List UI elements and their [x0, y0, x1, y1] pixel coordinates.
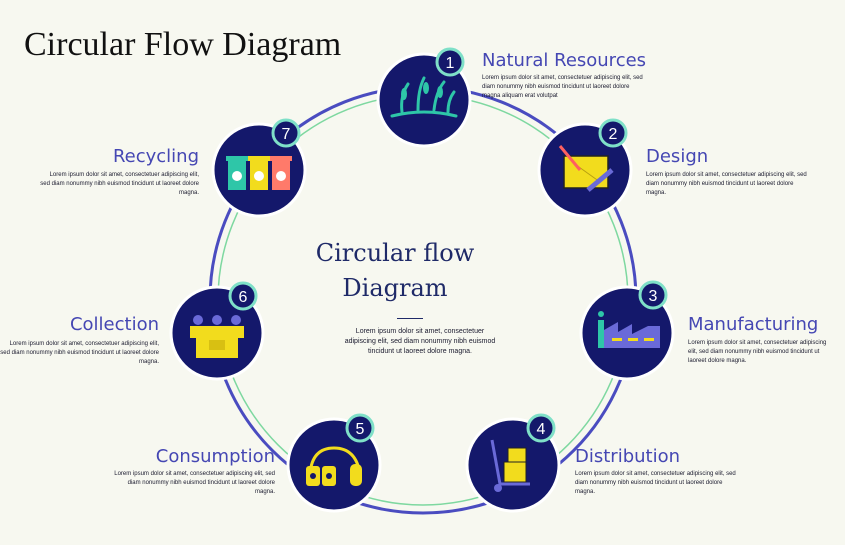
svg-text:2: 2 — [609, 126, 618, 143]
recycling-bins-icon — [226, 156, 292, 190]
step-node-2[interactable]: 2 — [537, 118, 633, 218]
step-title-4: Distribution — [575, 446, 681, 467]
step-title-2: Design — [646, 146, 709, 167]
center-title: Circular flow Diagram — [300, 236, 490, 306]
step-badge-3: 3 — [638, 280, 668, 310]
center-description: Lorem ipsum dolor sit amet, consectetuer… — [344, 328, 496, 356]
step-badge-1: 1 — [435, 47, 465, 77]
hand-truck-boxes-icon — [490, 439, 530, 492]
svg-text:7: 7 — [282, 126, 291, 143]
step-desc-4: Lorem ipsum dolor sit amet, consectetuer… — [575, 471, 736, 495]
step-node-1[interactable]: 1 — [376, 47, 472, 148]
svg-text:5: 5 — [356, 421, 365, 438]
step-desc-6: Lorem ipsum dolor sit amet, consectetuer… — [0, 341, 159, 365]
step-title-6: Collection — [69, 314, 159, 335]
center-title-line1: Circular flow — [315, 239, 475, 267]
step-badge-2: 2 — [598, 118, 628, 148]
center-divider — [397, 318, 423, 319]
svg-text:1: 1 — [446, 55, 455, 72]
step-title-7: Recycling — [112, 146, 199, 167]
svg-text:4: 4 — [537, 421, 546, 438]
factory-icon — [598, 311, 660, 348]
step-title-5: Consumption — [155, 446, 275, 467]
step-desc-1: Lorem ipsum dolor sit amet, consectetuer… — [482, 75, 643, 99]
step-node-6[interactable]: 6 — [169, 281, 265, 381]
step-desc-7: Lorem ipsum dolor sit amet, consectetuer… — [40, 172, 199, 196]
step-badge-4: 4 — [526, 413, 556, 443]
step-title-3: Manufacturing — [688, 314, 819, 335]
step-desc-2: Lorem ipsum dolor sit amet, consectetuer… — [646, 172, 807, 196]
plant-sprouts-icon — [390, 76, 458, 118]
svg-text:6: 6 — [239, 289, 248, 306]
svg-text:3: 3 — [649, 288, 658, 305]
step-title-1: Natural Resources — [482, 50, 647, 71]
collection-box-icon — [190, 315, 244, 358]
step-node-4[interactable]: 4 — [465, 413, 561, 513]
step-desc-5: Lorem ipsum dolor sit amet, consectetuer… — [114, 471, 275, 495]
page-title: Circular Flow Diagram — [24, 26, 342, 63]
headphones-icon — [306, 446, 362, 486]
step-desc-3: Lorem ipsum dolor sit amet, consectetuer… — [688, 340, 827, 364]
center-title-line2: Diagram — [342, 273, 448, 302]
step-node-7[interactable]: 7 — [211, 118, 307, 218]
step-node-3[interactable]: 3 — [579, 280, 675, 381]
drafting-board-icon — [558, 145, 614, 192]
step-badge-7: 7 — [271, 118, 301, 148]
step-badge-6: 6 — [228, 281, 258, 311]
step-badge-5: 5 — [345, 413, 375, 443]
step-node-5[interactable]: 5 — [286, 413, 382, 513]
